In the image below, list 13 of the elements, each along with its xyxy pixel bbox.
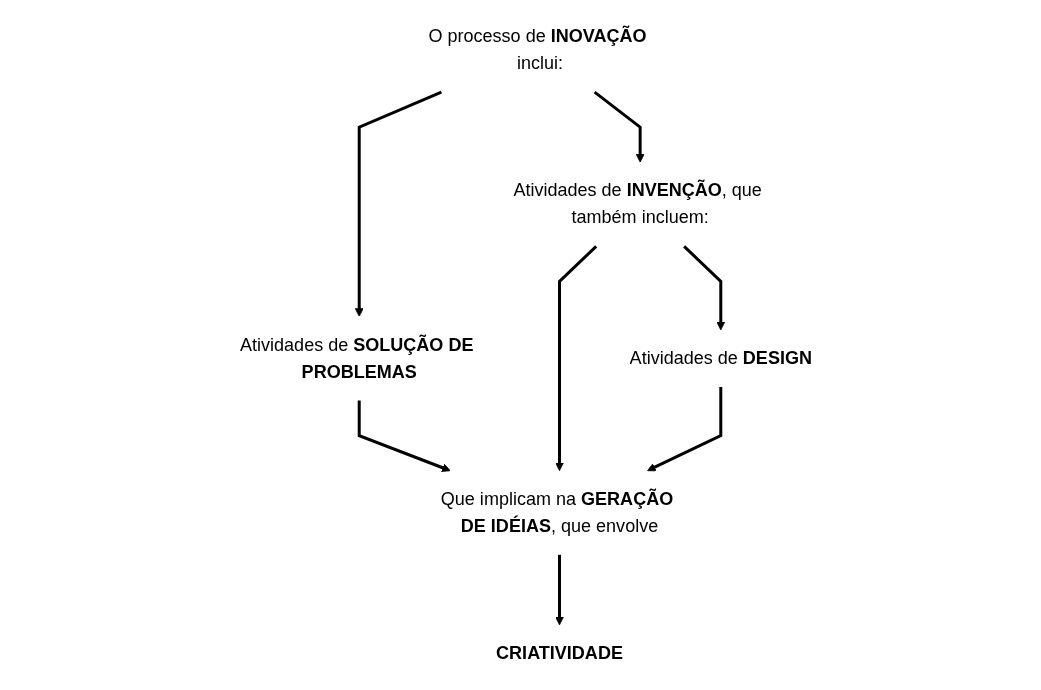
arrow xyxy=(683,245,726,331)
arrow xyxy=(354,90,442,317)
node-text: Atividades de SOLUÇÃO DE PROBLEMAS xyxy=(240,334,474,382)
arrow xyxy=(647,387,723,472)
arrow xyxy=(555,245,598,472)
node-text: Atividades de INVENÇÃO, que também incluem: xyxy=(513,180,762,228)
arrow xyxy=(357,400,451,472)
node-text: Que implicam na GERAÇÃO DE IDÉIAS, que envolve xyxy=(440,488,674,536)
arrow xyxy=(555,554,564,626)
node-text: O processo de INOVAÇÃO inclui: xyxy=(428,26,647,74)
node-text: CRIATIVIDADE xyxy=(496,642,623,663)
arrow xyxy=(593,90,645,163)
node-text: Atividades de DESIGN xyxy=(629,348,812,369)
